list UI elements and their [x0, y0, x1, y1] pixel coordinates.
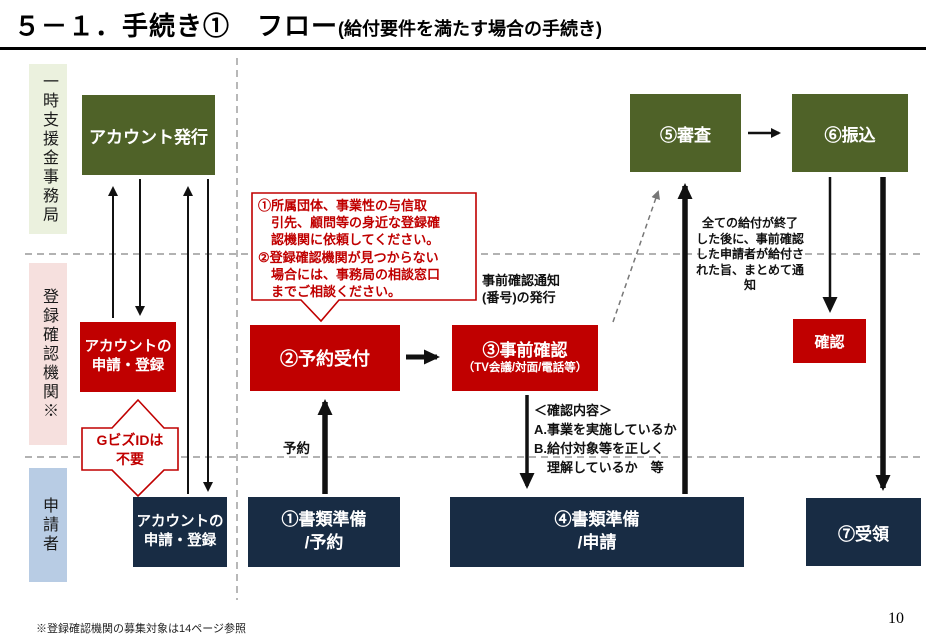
page-number: 10 — [888, 610, 904, 627]
lane-label-agency: 登録確認機関※ — [29, 263, 67, 445]
dashed-arrow-step3-to-step5 — [612, 190, 660, 323]
footnote: ※登録確認機関の募集対象は14ページ参照 — [36, 623, 247, 635]
box-step1-document-prep-reservation: ①書類準備 /予約 — [248, 497, 400, 567]
speech-bubble-text: ①所属団体、事業性の与信取 引先、顧問等の身近な登録確 認機関に依頼してください… — [258, 198, 441, 300]
box-confirm: 確認 — [793, 319, 866, 363]
box-account-issue: アカウント発行 — [82, 95, 215, 175]
gbiz-callout-shape — [81, 398, 179, 498]
confirmation-contents-note: ＜確認内容＞ A.事業を実施しているか B.給付対象等を正しく 理解しているか … — [534, 403, 677, 475]
speech-bubble-shape — [251, 192, 477, 323]
box-step2-reservation-reception: ②予約受付 — [250, 325, 400, 391]
box-step5-examination: ⑤審査 — [630, 94, 741, 172]
box-step4-document-prep-application: ④書類準備 /申請 — [450, 497, 744, 567]
payment-completion-notice-note: 全ての給付が終了 した後に、事前確認 した申請者が給付さ れた旨、まとめて通知 — [695, 216, 804, 292]
page-title-main: ５－１．手続き① フロー — [14, 11, 339, 41]
title-underline — [0, 47, 926, 50]
box-step6-transfer: ⑥振込 — [792, 94, 908, 172]
box-step3-title: ③事前確認 — [482, 341, 568, 361]
box-step3-advance-confirmation: ③事前確認 （TV会議/対面/電話等） — [452, 325, 598, 391]
box-agency-account-registration: アカウントの 申請・登録 — [80, 322, 176, 392]
advance-confirmation-notice-label: 事前確認通知 (番号)の発行 — [482, 273, 561, 305]
reservation-arrow-label: 予約 — [283, 441, 310, 456]
page-title: ５－１．手続き① フロー(給付要件を満たす場合の手続き) — [14, 6, 914, 43]
box-step3-subtitle: （TV会議/対面/電話等） — [462, 362, 588, 375]
gbiz-callout-text: GビズIDは 不要 — [96, 432, 164, 467]
box-step7-receipt: ⑦受領 — [806, 498, 921, 566]
page-title-sub: (給付要件を満たす場合の手続き) — [338, 19, 603, 39]
lane-label-secretariat: 一時支援金事務局 — [29, 64, 67, 234]
box-applicant-account-registration: アカウントの 申請・登録 — [133, 497, 227, 567]
lane-label-applicant: 申請者 — [29, 468, 67, 582]
